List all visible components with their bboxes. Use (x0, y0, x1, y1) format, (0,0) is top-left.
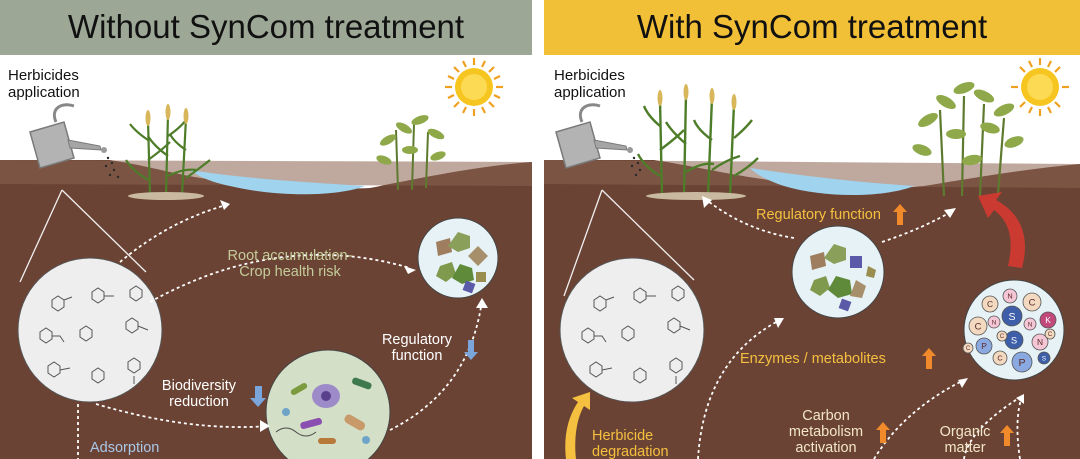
degradation-arrow (565, 392, 590, 459)
soybean-plant-icon (376, 115, 446, 191)
nutrient-letter: C (997, 354, 1003, 363)
regulatory-label-left: Regulatory function (381, 332, 453, 365)
arrow-up-icon (876, 204, 1014, 446)
water-pool-right (750, 168, 914, 195)
title-left: Without SynCom treatment (67, 8, 465, 45)
maize-plant-icon (125, 104, 211, 197)
nutrient-ball (962, 342, 974, 354)
regulatory-label-right: Regulatory function (756, 207, 881, 223)
nutrient-letter: S (1011, 335, 1017, 346)
organic-label: Organic matter (939, 424, 991, 457)
nutrient-ball (1011, 351, 1033, 373)
title-banner-left (0, 0, 532, 55)
sun-icon (1011, 58, 1069, 116)
nutrient-ball (1001, 305, 1023, 327)
left-scene (0, 0, 532, 459)
title-banner-right (544, 0, 1080, 55)
nutrient-ball (987, 315, 1001, 329)
nutrient-letter: P (1018, 357, 1025, 369)
nutrient-letter: S (1042, 355, 1046, 362)
nutrient-letter: N (992, 319, 997, 326)
nutrient-letter: C (966, 346, 971, 352)
nutrient-letter: K (1045, 315, 1051, 325)
nutrient-letter: P (981, 341, 987, 351)
nutrient-ball (1023, 317, 1037, 331)
soybean-plant-icon (912, 81, 1024, 197)
nutrient-ball (996, 330, 1008, 342)
nutrient-ball (1031, 333, 1049, 351)
water-pool-left (190, 170, 365, 195)
herbicides-label-left: Herbicides application (8, 67, 80, 101)
microbe-icon (265, 349, 391, 459)
metabolite-circle (791, 225, 885, 319)
root-accumulation-label: Root accumulation-Crop health risk (227, 248, 353, 281)
sun-icon (445, 58, 503, 116)
nutrient-ball (981, 295, 999, 313)
degradation-label: Herbicide degradation (592, 428, 669, 459)
herbicides-label-right: Herbicides application (554, 67, 626, 101)
nutrient-letter: C (975, 321, 982, 332)
nutrient-letter: S (1008, 311, 1015, 323)
nutrient-letter: C (987, 299, 993, 309)
nutrient-ball (1039, 311, 1057, 329)
herbicide-molecule-icon (559, 189, 705, 403)
carbon-label: Carbon metabolism activation (788, 408, 864, 457)
biodiversity-label: Biodiversity reduction (161, 378, 237, 411)
adsorption-label: Adsorption (90, 440, 160, 456)
nutrient-ball (1044, 328, 1056, 340)
nutrient-letter: C (1029, 297, 1036, 308)
nutrient-ball (992, 350, 1008, 366)
title-right: With SynCom treatment (636, 8, 988, 45)
watering-can-icon (29, 103, 120, 179)
nutrient-letter: C (1048, 332, 1053, 338)
nutrient-letter: N (1028, 321, 1033, 328)
nutrient-ball (975, 337, 993, 355)
nutrient-ball (968, 316, 988, 336)
enzymes-label: Enzymes / metabolites (740, 351, 886, 367)
maize-plant-icon (636, 84, 759, 197)
nutrient-letter: N (1007, 292, 1012, 301)
herbicide-molecule-icon (17, 189, 163, 403)
red-arrow (978, 192, 1025, 268)
arrow-down-icon (250, 340, 478, 407)
nutrient-letter: C (1000, 334, 1005, 340)
panel-without-syncom: Without SynCom treatment Herbicides appl… (0, 0, 532, 459)
nutrient-ball (1002, 288, 1018, 304)
flow-arrows-left (77, 203, 483, 459)
nutrient-letter: N (1037, 337, 1043, 347)
nutrient-ball (1037, 351, 1051, 365)
root-accumulation-circle (417, 217, 499, 299)
watering-can-icon (555, 103, 642, 177)
nutrient-ball (1022, 292, 1042, 312)
